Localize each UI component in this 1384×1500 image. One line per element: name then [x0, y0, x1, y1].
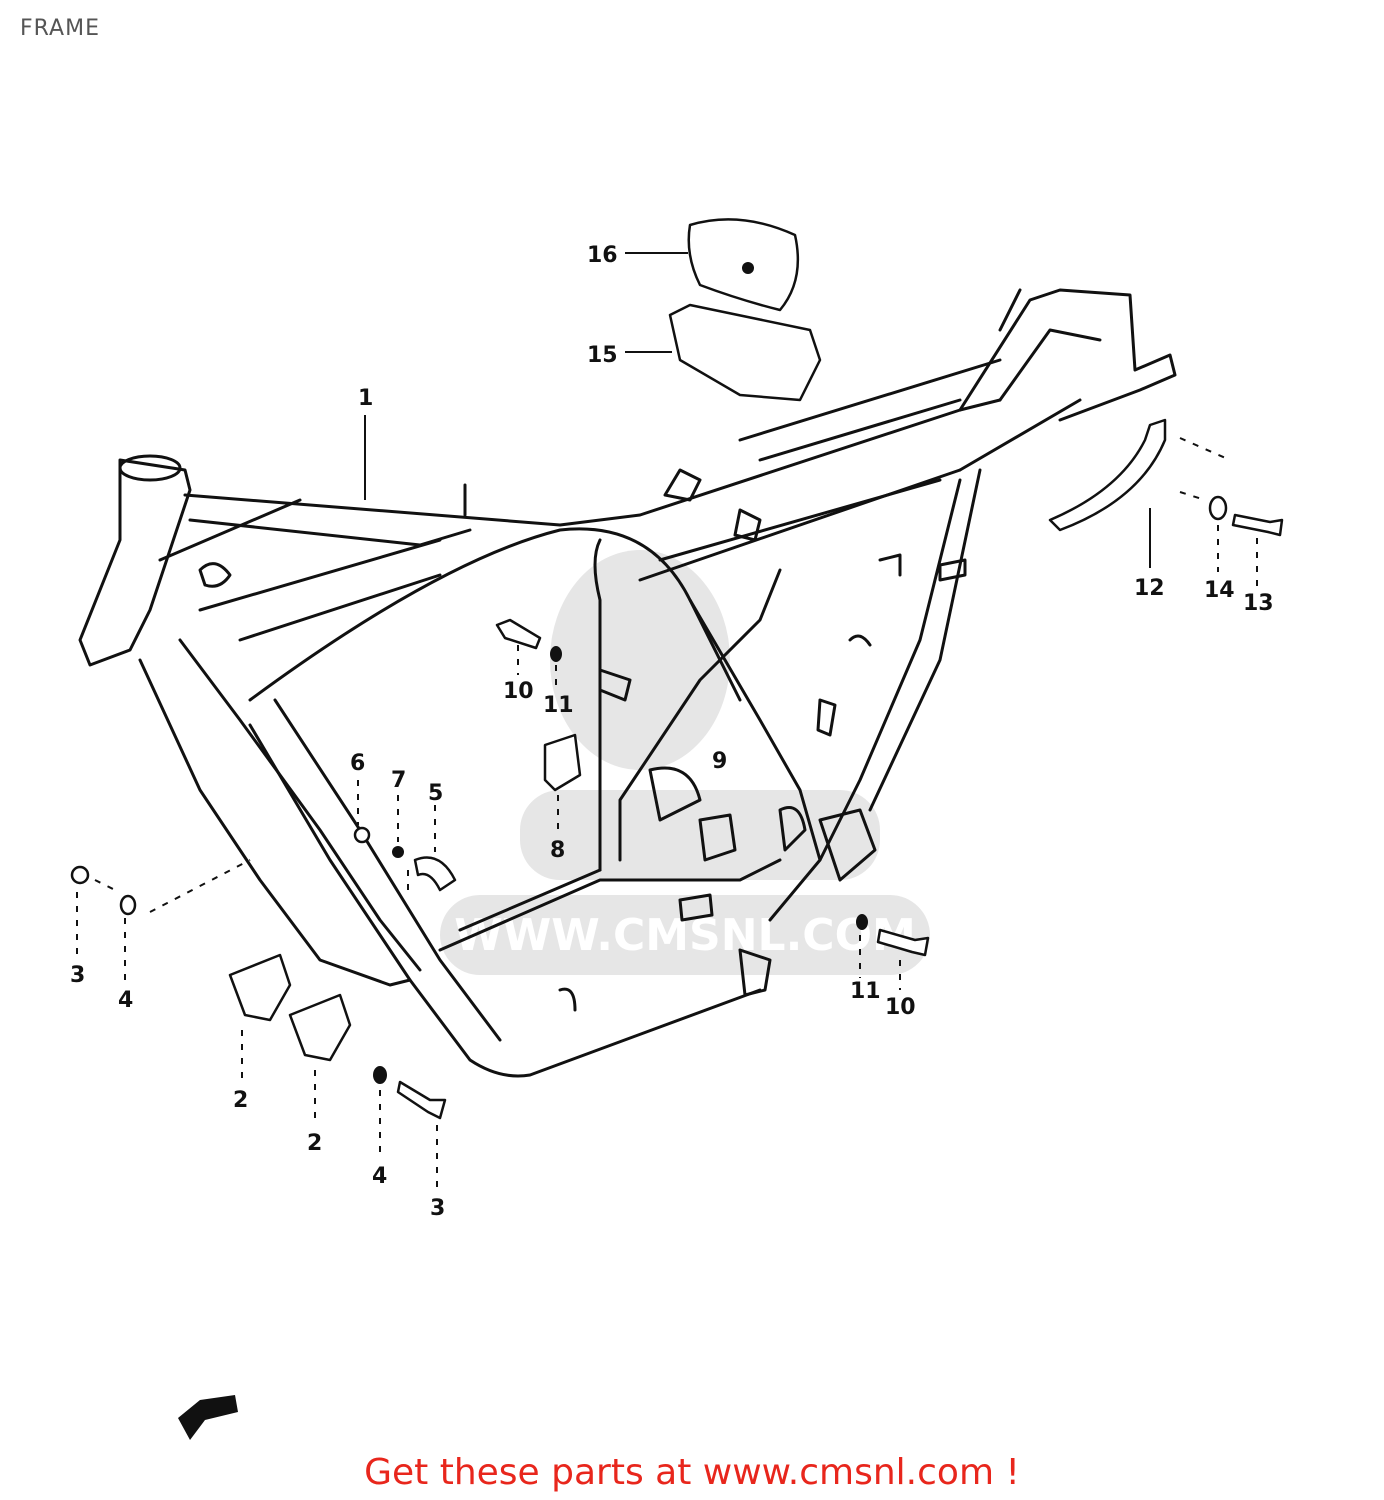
nut-part-4a [119, 894, 137, 916]
page-title: FRAME [20, 16, 100, 41]
clamp-part-5 [413, 856, 457, 892]
callout-13: 13 [1243, 591, 1274, 616]
callout-16: 16 [587, 243, 618, 268]
callout-9: 9 [712, 749, 727, 774]
callout-11a: 11 [543, 693, 574, 718]
bracket-part-12 [1048, 418, 1167, 532]
callout-4b: 4 [372, 1164, 387, 1189]
front-direction-icon [178, 1395, 238, 1440]
nut-part-4b [373, 1066, 387, 1084]
callout-2a: 2 [233, 1088, 248, 1113]
frame-exploded-diagram: WWW.CMSNL.COM [70, 218, 1284, 1440]
callout-6: 6 [350, 751, 365, 776]
nut-part-11a [550, 646, 562, 662]
callout-15: 15 [587, 343, 618, 368]
nut-part-7 [392, 846, 404, 858]
callout-10b: 10 [885, 995, 916, 1020]
washer-part-6 [353, 826, 371, 844]
parts-cta-link[interactable]: Get these parts at www.cmsnl.com ! [364, 1452, 1020, 1493]
callout-7: 7 [391, 768, 406, 793]
callout-2b: 2 [307, 1131, 322, 1156]
watermark: WWW.CMSNL.COM [440, 550, 930, 975]
callout-1: 1 [358, 386, 373, 411]
callout-3b: 3 [430, 1196, 445, 1221]
callout-3a: 3 [70, 963, 85, 988]
bolt-part-3a [70, 865, 90, 885]
bolt-part-10b [876, 928, 930, 957]
bolt-part-3b [396, 1080, 447, 1120]
frame-part-1 [78, 288, 1177, 1078]
bolt-part-13 [1231, 513, 1284, 537]
washer-part-14 [1208, 495, 1228, 521]
callout-10a: 10 [503, 679, 534, 704]
callout-5: 5 [428, 781, 443, 806]
nut-part-11b [856, 914, 868, 930]
bolt-part-10a [495, 618, 542, 650]
callout-8: 8 [550, 838, 565, 863]
tray-part-15 [668, 303, 822, 402]
callout-11b: 11 [850, 979, 881, 1004]
callout-14: 14 [1204, 578, 1235, 603]
watermark-text: WWW.CMSNL.COM [454, 910, 916, 961]
plate-part-8 [543, 733, 582, 792]
plate-part-2b [288, 993, 352, 1062]
callout-4a: 4 [118, 988, 133, 1013]
callout-12: 12 [1134, 576, 1165, 601]
plate-part-2a [228, 953, 292, 1022]
leader-lines [76, 252, 1258, 1190]
